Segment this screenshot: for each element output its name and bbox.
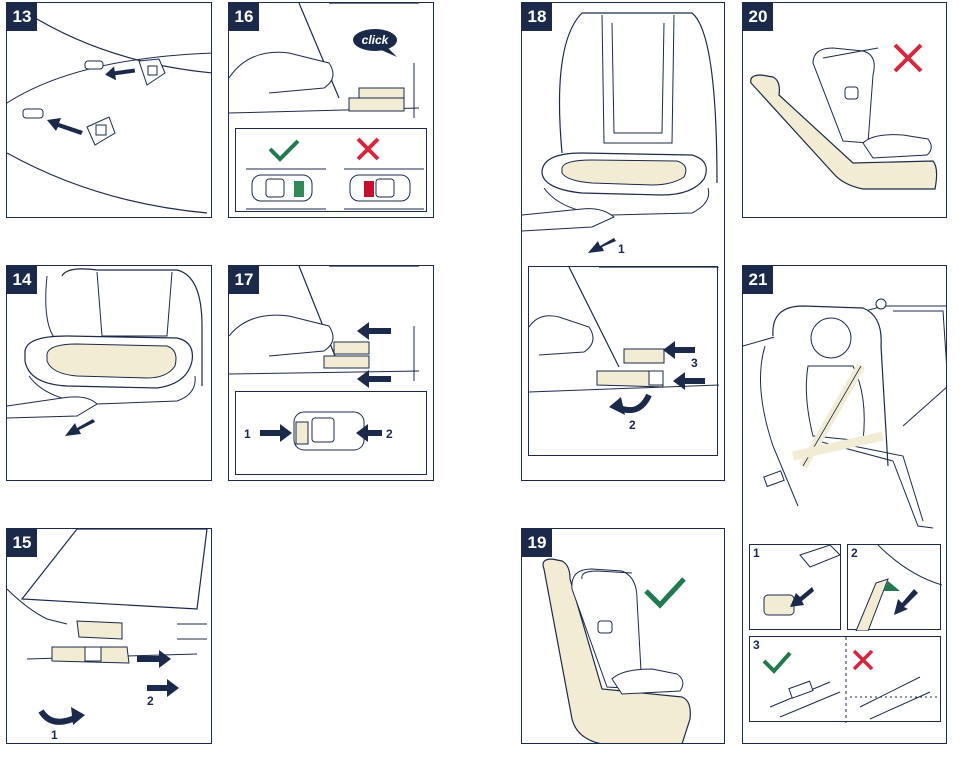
check-icon [268,139,300,162]
step-number: 20 [743,3,773,31]
label-2: 2 [147,694,154,708]
indicator-inset [235,128,427,212]
step-number: 14 [7,266,37,294]
release-inset: 3 2 [528,266,719,456]
arrow-icon [790,587,814,607]
arrow-icon [673,372,705,390]
incorrect-installation-illustration [750,43,938,190]
isofix-retract-detail: 3 2 [529,267,719,432]
seat-adjust-illustration [7,268,203,436]
isofix-extend-illustration: 2 1 [7,529,208,742]
cross-icon [893,43,923,73]
belt-buckle-detail [763,545,841,616]
click-label: click [362,33,390,47]
release-inset: 1 2 [235,391,427,475]
arrow-icon [147,679,179,697]
cross-icon [356,137,380,161]
panel-step-19: 19 [521,528,725,744]
arrow-icon [356,424,382,442]
arrow-icon [260,424,292,442]
arrow-icon [894,589,918,615]
red-indicator [364,181,374,197]
inset-belt-2: 2 [847,544,942,631]
label-1: 1 [244,427,251,441]
label-1: 1 [51,728,58,742]
rotate-arrow-icon [38,707,85,725]
step-number: 19 [522,529,552,557]
inset-belt-1: 1 [749,544,841,630]
arrow-icon [663,341,695,359]
child-seated-belted-illustration [743,298,946,529]
lap-belt-comparison [762,637,940,723]
green-indicator [294,181,304,197]
substep-number: 2 [851,546,858,560]
shoulder-belt-detail [855,545,942,631]
step-number: 21 [743,266,773,294]
check-icon [762,651,792,674]
panel-step-14: 14 [6,265,212,481]
isofix-guide-icon [86,116,116,146]
correct-installation-illustration [542,558,691,743]
step-number: 15 [7,529,37,557]
release-detail: 1 2 [244,411,393,451]
isofix-guides-illustration [7,12,211,214]
click-bubble-icon [353,29,397,57]
panel-step-13: 13 [6,2,212,218]
arrow-icon [137,650,171,668]
panel-step-20: 20 [742,2,947,218]
isofix-release-illustration [229,266,420,388]
rotate-arrow-icon [609,393,652,415]
check-icon [644,577,686,609]
panel-step-16: 16 click [228,2,434,218]
substep-number: 3 [753,638,760,652]
arrow-icon [357,370,391,388]
panel-step-21: 21 1 2 3 [742,265,947,744]
arrow-icon [65,419,95,436]
step-number: 16 [229,3,259,31]
panel-step-18: 18 1 3 2 [521,2,725,481]
isofix-guide-icon [138,58,166,86]
isofix-click-illustration: click [229,3,420,118]
label-2: 2 [629,418,636,432]
label-2: 2 [386,427,393,441]
inset-belt-3: 3 [749,636,941,723]
panel-step-15: 15 2 1 [6,528,212,744]
step-number: 18 [522,3,552,31]
label-3: 3 [691,356,698,370]
arrow-icon [105,66,136,81]
step-number: 13 [7,3,37,31]
indicator-comparison [246,137,424,210]
cross-icon [852,649,874,671]
arrow-icon [588,238,616,253]
arrow-icon [47,118,83,135]
step-number: 17 [229,266,259,294]
substep-number: 1 [753,546,760,560]
label-1: 1 [618,242,625,256]
seat-lift-illustration: 1 [522,12,718,256]
arrow-icon [357,322,391,340]
panel-step-17: 17 1 2 [228,265,434,481]
